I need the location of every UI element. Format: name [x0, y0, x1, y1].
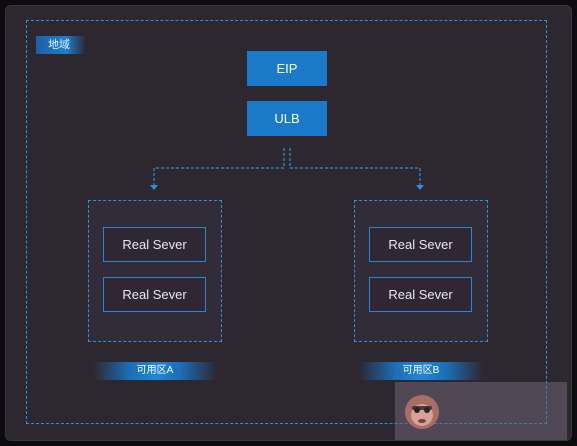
arrow-left-icon	[150, 185, 158, 190]
zone-b-label: 可用区B	[359, 362, 483, 380]
monkey-face-icon	[405, 395, 439, 429]
zone-a-server-1: Real Sever	[103, 227, 206, 262]
ulb-node: ULB	[247, 101, 327, 136]
zone-b-box	[354, 200, 488, 342]
zone-b-server-1: Real Sever	[369, 227, 472, 262]
region-label: 地域	[36, 36, 86, 54]
zone-a-server-2: Real Sever	[103, 277, 206, 312]
zone-b-server-2: Real Sever	[369, 277, 472, 312]
region-frame	[26, 20, 547, 424]
eip-node: EIP	[247, 51, 327, 86]
zone-a-label: 可用区A	[93, 362, 217, 380]
zone-a-box	[88, 200, 222, 342]
arrow-right-icon	[416, 185, 424, 190]
